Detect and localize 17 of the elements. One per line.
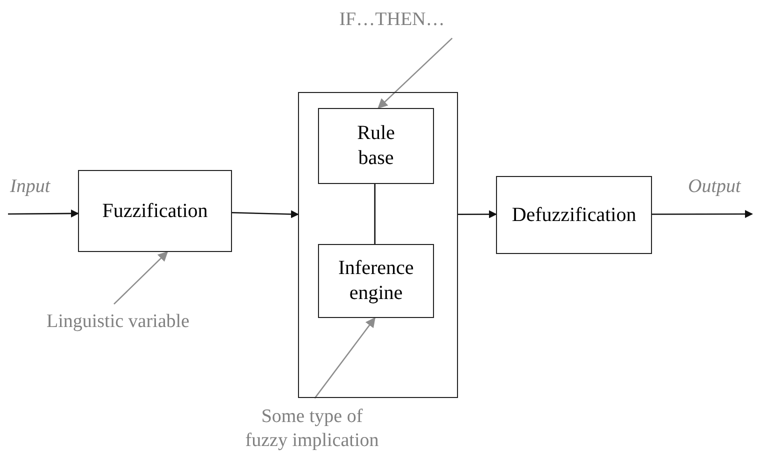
process-box: Inference engine: [318, 244, 434, 318]
arrow: [458, 210, 497, 218]
group-box: [298, 92, 458, 398]
arrow: [8, 210, 79, 218]
edge-label: Input: [10, 175, 50, 199]
arrow: [232, 210, 299, 218]
arrow: [652, 210, 753, 218]
leader-arrow: [378, 38, 453, 109]
annotation-text: IF…THEN…: [330, 6, 454, 34]
process-box: Defuzzification: [496, 176, 652, 254]
leader-arrow: [314, 317, 376, 399]
edge-label: Output: [688, 175, 741, 199]
process-box: Rule base: [318, 108, 434, 184]
annotation-text: Linguistic variable: [18, 306, 218, 338]
leader-arrow: [114, 251, 168, 305]
process-box: Fuzzification: [78, 170, 232, 252]
annotation-text: Some type of fuzzy implication: [244, 400, 380, 458]
